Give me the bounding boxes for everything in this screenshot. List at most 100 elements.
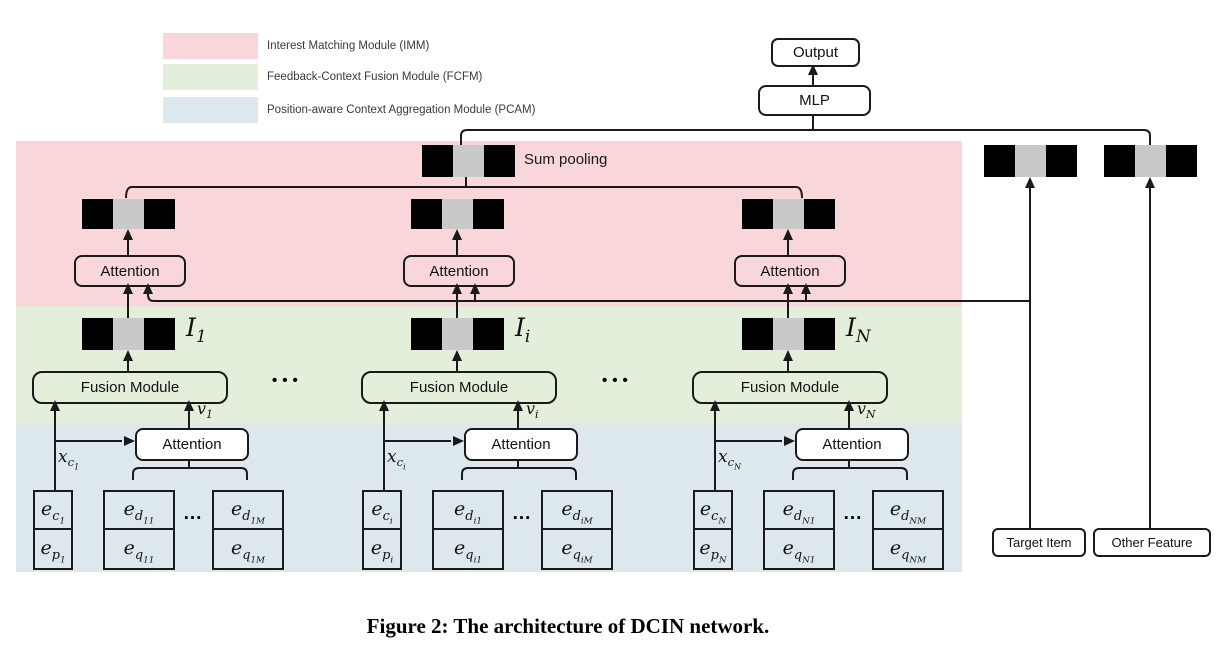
imm-attention-box: Attention (734, 255, 846, 287)
fusion-module-box: Fusion Module (361, 371, 557, 404)
matched-interest-embedding (82, 199, 175, 229)
fused-interest-embedding (742, 318, 835, 350)
legend-item-imm: Interest Matching Module (IMM) (163, 33, 429, 59)
feedback-embedding-table-first: edN1 eqN1 (763, 490, 835, 570)
pcam-attention-box: Attention (795, 428, 909, 461)
output-box: Output (771, 38, 860, 67)
feedback-embedding-table-first: ed11 eq11 (103, 490, 175, 570)
matched-interest-embedding (411, 199, 504, 229)
embedding-segment (442, 318, 473, 350)
mlp-box: MLP (758, 85, 871, 116)
feedback-cell: edNM (874, 492, 942, 530)
embedding-segment (1104, 145, 1135, 177)
fcfm-color-swatch (163, 64, 258, 90)
v-label: vN (857, 399, 876, 422)
context-embedding-table: ec1 ep1 (33, 490, 73, 570)
context-cell: ec1 (35, 492, 71, 530)
fusion-module-box: Fusion Module (692, 371, 888, 404)
feedback-embedding-table-first: edi1 eqi1 (432, 490, 504, 570)
legend-item-fcfm: Feedback-Context Fusion Module (FCFM) (163, 64, 482, 90)
pcam-ellipsis: ... (512, 503, 532, 524)
interest-label: IN (846, 313, 871, 347)
attention-label: Attention (162, 436, 222, 453)
query-cell: eqi1 (454, 537, 482, 566)
embedding-segment (1135, 145, 1166, 177)
fusion-module-label: Fusion Module (409, 379, 509, 396)
embedding-segment (1015, 145, 1046, 177)
embedding-segment (473, 318, 504, 350)
position-cell: ep1 (40, 537, 66, 566)
embedding-segment (82, 199, 113, 229)
interest-label: Ii (515, 313, 531, 347)
embedding-segment (742, 318, 773, 350)
target-item-box: Target Item (992, 528, 1086, 557)
feedback-cell: ed11 (105, 492, 173, 530)
embedding-segment (773, 318, 804, 350)
imm-attention-box: Attention (74, 255, 186, 287)
embedding-segment (804, 318, 835, 350)
fcfm-legend-label: Feedback-Context Fusion Module (FCFM) (267, 71, 483, 83)
embedding-segment (453, 145, 484, 177)
fused-interest-embedding (411, 318, 504, 350)
embedding-segment (113, 318, 144, 350)
embedding-segment (773, 199, 804, 229)
feedback-cell: edN1 (765, 492, 833, 530)
context-embedding-table: eci epi (362, 490, 402, 570)
feedback-embedding-table-last: edNM eqNM (872, 490, 944, 570)
embedding-segment (1046, 145, 1077, 177)
embedding-segment (82, 318, 113, 350)
x-context-label: xc1 (58, 447, 80, 472)
query-cell: eqN1 (782, 537, 816, 566)
position-cell: epN (699, 537, 727, 566)
matched-interest-embedding (742, 199, 835, 229)
embedding-segment (411, 199, 442, 229)
pcam-ellipsis: ... (183, 503, 203, 524)
v-label: vi (526, 399, 539, 422)
feedback-cell: ediM (543, 492, 611, 530)
output-label: Output (792, 44, 839, 61)
v-label: v1 (197, 399, 213, 422)
other-feature-box: Other Feature (1093, 528, 1211, 557)
other-feature-embedding (1104, 145, 1197, 177)
context-cell: eci (364, 492, 400, 530)
fcfm-ellipsis: ••• (272, 372, 303, 389)
x-context-label: xcN (718, 447, 741, 472)
embedding-segment (742, 199, 773, 229)
imm-attention-box: Attention (403, 255, 515, 287)
pcam-ellipsis: ... (843, 503, 863, 524)
imm-legend-label: Interest Matching Module (IMM) (267, 40, 430, 52)
attention-label: Attention (491, 436, 551, 453)
interest-label: I1 (186, 313, 207, 347)
fusion-module-label: Fusion Module (740, 379, 840, 396)
attention-label: Attention (429, 262, 489, 280)
embedding-segment (422, 145, 453, 177)
position-cell: epi (370, 537, 394, 566)
feedback-cell: edi1 (434, 492, 502, 530)
attention-label: Attention (822, 436, 882, 453)
sum-pooling-label: Sum pooling (524, 151, 608, 168)
embedding-segment (484, 145, 515, 177)
fusion-module-label: Fusion Module (80, 379, 180, 396)
query-cell: eqNM (889, 537, 927, 566)
embedding-segment (411, 318, 442, 350)
sum-pooling-embedding (422, 145, 515, 177)
mlp-label: MLP (799, 92, 830, 109)
legend-item-pcam: Position-aware Context Aggregation Modul… (163, 97, 535, 123)
target-item-embedding (984, 145, 1077, 177)
attention-label: Attention (100, 262, 160, 280)
feedback-embedding-table-last: ediM eqiM (541, 490, 613, 570)
pcam-legend-label: Position-aware Context Aggregation Modul… (267, 104, 536, 116)
embedding-segment (1166, 145, 1197, 177)
pcam-color-swatch (163, 97, 258, 123)
query-cell: eq11 (123, 537, 155, 566)
embedding-segment (113, 199, 144, 229)
context-embedding-table: ecN epN (693, 490, 733, 570)
query-cell: eqiM (561, 537, 593, 566)
fused-interest-embedding (82, 318, 175, 350)
figure-caption: Figure 2: The architecture of DCIN netwo… (366, 614, 770, 638)
embedding-segment (144, 318, 175, 350)
imm-color-swatch (163, 33, 258, 59)
feedback-embedding-table-last: ed1M eq1M (212, 490, 284, 570)
